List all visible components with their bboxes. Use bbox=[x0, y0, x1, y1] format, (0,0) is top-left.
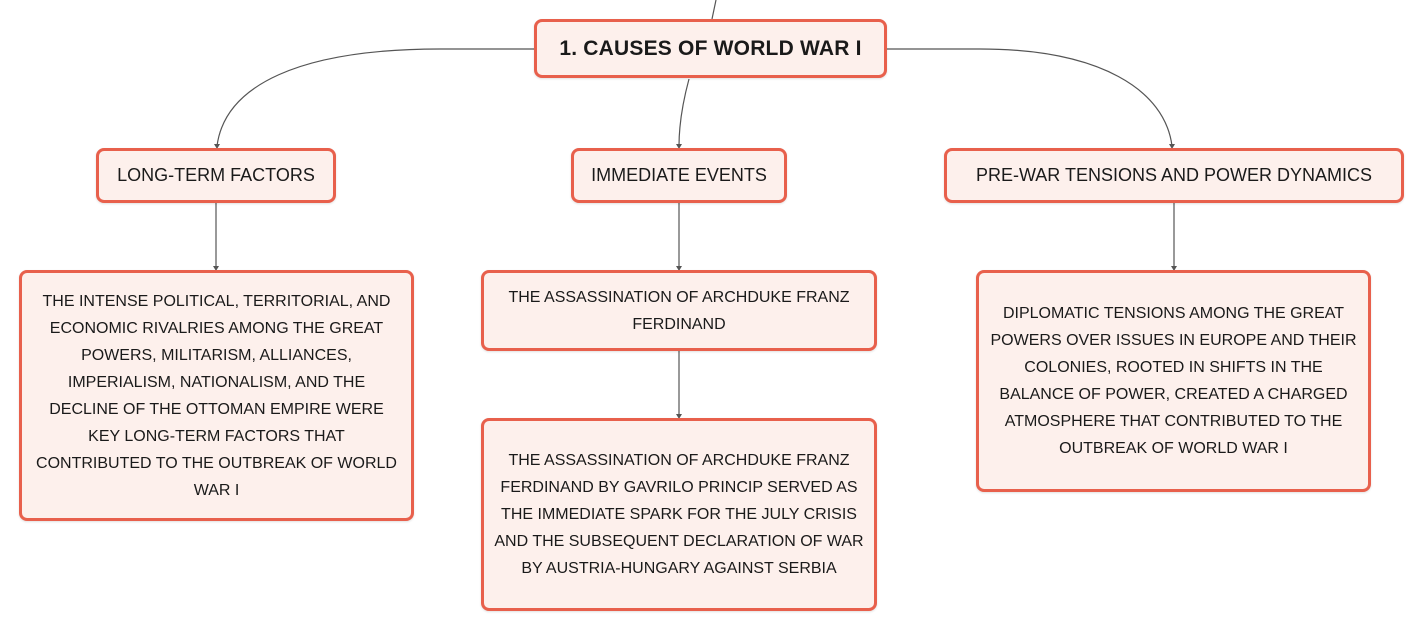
arrowhead-long-term-detail bbox=[213, 266, 219, 271]
connector-root-to-pre-war bbox=[887, 48, 1173, 147]
subtopic-long-term-detail-text: THE INTENSE POLITICAL, TERRITORIAL, AND … bbox=[36, 292, 397, 499]
topic-pre-war-tensions[interactable]: PRE-WAR TENSIONS AND POWER DYNAMICS bbox=[944, 148, 1404, 203]
topic-long-term-factors-label: LONG-TERM FACTORS bbox=[117, 165, 315, 185]
arrowhead-immediate-detail bbox=[676, 414, 682, 419]
root-topic[interactable]: 1. CAUSES OF WORLD WAR I bbox=[534, 19, 887, 78]
connector-root-to-long-term bbox=[216, 48, 534, 147]
subtopic-assassination-text: THE ASSASSINATION OF ARCHDUKE FRANZ FERD… bbox=[508, 288, 850, 333]
subtopic-pre-war-detail[interactable]: DIPLOMATIC TENSIONS AMONG THE GREAT POWE… bbox=[976, 270, 1371, 492]
subtopic-immediate-detail-text: THE ASSASSINATION OF ARCHDUKE FRANZ FERD… bbox=[494, 452, 864, 577]
connector-root-to-immediate bbox=[678, 78, 690, 147]
arrowhead-pre-war-detail bbox=[1171, 266, 1177, 271]
subtopic-immediate-detail[interactable]: THE ASSASSINATION OF ARCHDUKE FRANZ FERD… bbox=[481, 418, 877, 611]
topic-immediate-events-label: IMMEDIATE EVENTS bbox=[591, 165, 767, 185]
connector-to-root-parent bbox=[711, 0, 717, 20]
subtopic-assassination[interactable]: THE ASSASSINATION OF ARCHDUKE FRANZ FERD… bbox=[481, 270, 877, 351]
topic-long-term-factors[interactable]: LONG-TERM FACTORS bbox=[96, 148, 336, 203]
topic-pre-war-tensions-label: PRE-WAR TENSIONS AND POWER DYNAMICS bbox=[975, 165, 1373, 185]
arrowhead-assassination bbox=[676, 266, 682, 271]
subtopic-pre-war-detail-text: DIPLOMATIC TENSIONS AMONG THE GREAT POWE… bbox=[990, 305, 1357, 457]
arrowhead-immediate bbox=[676, 144, 682, 149]
root-topic-label: 1. CAUSES OF WORLD WAR I bbox=[559, 36, 862, 60]
subtopic-long-term-detail[interactable]: THE INTENSE POLITICAL, TERRITORIAL, AND … bbox=[19, 270, 414, 521]
topic-immediate-events[interactable]: IMMEDIATE EVENTS bbox=[571, 148, 787, 203]
arrowhead-pre-war bbox=[1169, 144, 1175, 149]
arrowhead-long-term bbox=[214, 144, 220, 149]
